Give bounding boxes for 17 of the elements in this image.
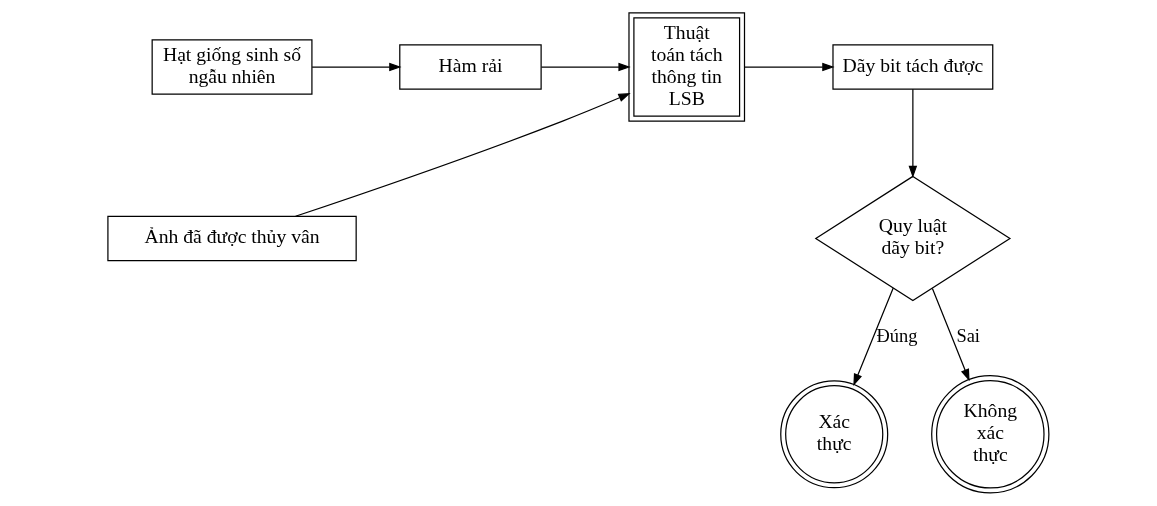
node-diamond: Quy luật dãy bit? [814, 175, 1012, 302]
arrow [908, 88, 918, 179]
node-box: Hạt giống sinh số ngẫu nhiên [151, 39, 313, 95]
node-box: Thuật toán tách thông tin LSB [628, 12, 746, 122]
arrow [311, 62, 402, 72]
node-box: Ảnh đã được thủy vân [107, 215, 357, 262]
arrow [294, 93, 631, 217]
node-circle: Không xác thực [931, 375, 1050, 494]
node-circle: Xác thực [780, 380, 889, 489]
arrow [853, 287, 894, 387]
edge-label: Đúng [876, 326, 918, 347]
arrow [744, 62, 835, 72]
edge-label: Sai [956, 326, 980, 347]
node-box: Hàm rải [399, 44, 542, 90]
arrow [931, 287, 970, 382]
arrow [540, 62, 631, 72]
node-box: Dãy bit tách được [832, 44, 994, 90]
